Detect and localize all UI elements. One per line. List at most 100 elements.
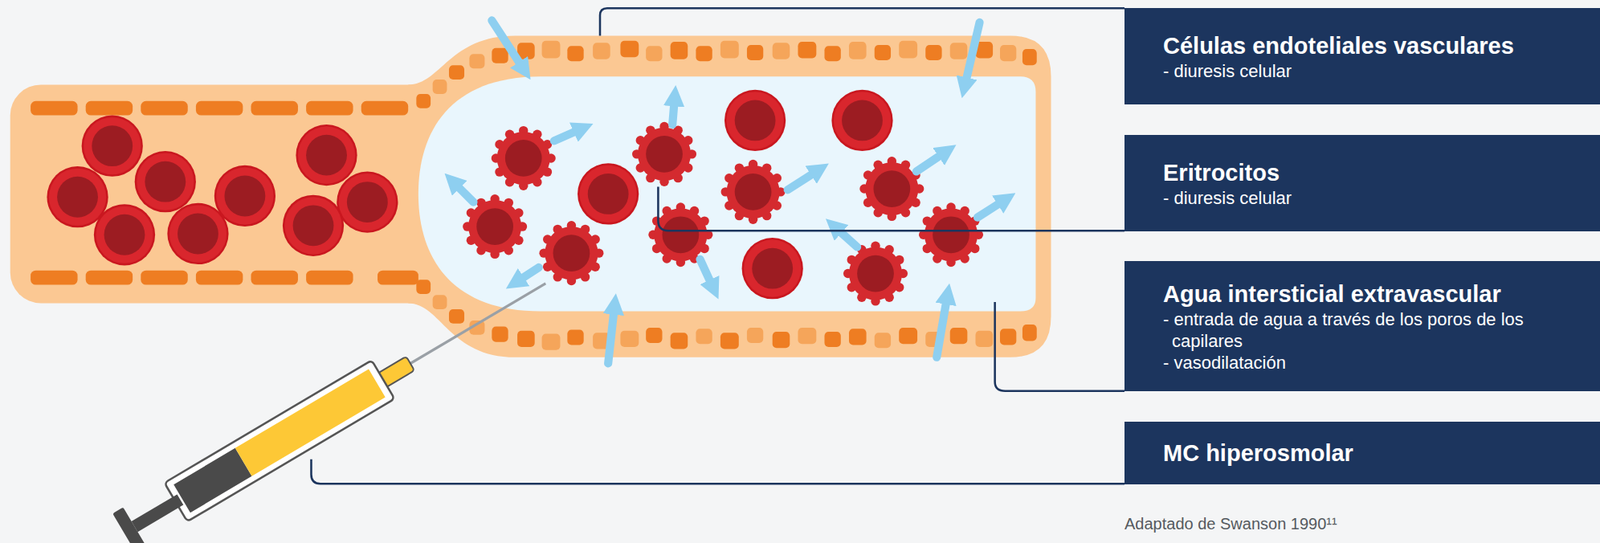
endothelial-cell bbox=[746, 44, 764, 61]
erythrocyte bbox=[282, 195, 344, 257]
endothelial-cell bbox=[592, 42, 611, 59]
syringe-rod bbox=[131, 493, 184, 532]
endothelial-cell bbox=[140, 101, 188, 116]
endothelial-cell bbox=[30, 101, 78, 116]
endothelial-cell bbox=[1000, 44, 1017, 62]
endothelial-cell bbox=[195, 270, 243, 286]
endothelial-cell bbox=[491, 326, 508, 343]
info-box: Agua intersticial extravascular- entrada… bbox=[1124, 261, 1600, 392]
endothelial-cell bbox=[416, 279, 431, 294]
endothelial-cell bbox=[898, 40, 918, 59]
endothelial-cell bbox=[720, 40, 739, 59]
erythrocyte bbox=[81, 115, 143, 177]
water-arrow bbox=[916, 153, 944, 172]
endothelial-cell bbox=[251, 270, 298, 286]
endothelial-cell bbox=[195, 101, 243, 116]
endothelial-cell bbox=[645, 45, 662, 62]
water-arrow bbox=[787, 171, 817, 190]
endothelial-cell bbox=[306, 101, 353, 116]
endothelial-cell bbox=[772, 42, 791, 59]
endothelial-cell bbox=[448, 65, 465, 80]
endothelial-cell bbox=[975, 330, 994, 347]
endothelial-cell bbox=[772, 331, 791, 348]
endothelial-cell bbox=[746, 327, 764, 343]
erythrocyte bbox=[336, 171, 398, 233]
box-heading: Agua intersticial extravascular bbox=[1163, 279, 1584, 309]
endothelial-cell bbox=[140, 270, 188, 286]
endothelial-cell bbox=[306, 270, 353, 286]
leader-line bbox=[995, 302, 1125, 392]
endothelial-cell bbox=[720, 332, 739, 349]
crenated-erythrocyte bbox=[721, 159, 786, 225]
endothelial-cell bbox=[1022, 324, 1037, 341]
erythrocyte bbox=[134, 151, 196, 213]
crenated-erythrocyte bbox=[538, 220, 604, 286]
endothelial-cell bbox=[432, 79, 448, 94]
endothelial-cell bbox=[695, 45, 712, 62]
endothelial-cell bbox=[85, 101, 133, 116]
water-arrow bbox=[491, 20, 523, 67]
endothelial-cell bbox=[797, 41, 817, 58]
box-bullet: - diuresis celular bbox=[1163, 60, 1584, 82]
erythrocyte bbox=[577, 163, 639, 225]
water-arrow bbox=[608, 308, 615, 364]
water-arrow bbox=[965, 22, 980, 84]
erythrocyte bbox=[742, 237, 804, 299]
endothelial-cell bbox=[620, 40, 639, 58]
water-arrow bbox=[554, 129, 580, 141]
endothelial-cell bbox=[1022, 48, 1037, 66]
endothelial-cell bbox=[898, 327, 918, 344]
erythrocyte bbox=[831, 89, 893, 152]
info-box: Eritrocitos- diuresis celular bbox=[1124, 134, 1600, 232]
endothelial-cell bbox=[1000, 328, 1017, 345]
erythrocyte bbox=[295, 124, 357, 186]
source-caption: Adaptado de Swanson 1990¹¹ bbox=[1124, 514, 1338, 534]
endothelial-cell bbox=[469, 53, 485, 69]
endothelial-cell bbox=[848, 328, 867, 345]
leader-line bbox=[600, 8, 1125, 36]
leader-line bbox=[657, 187, 1125, 232]
endothelial-cell bbox=[874, 44, 891, 61]
water-arrow bbox=[977, 200, 1004, 217]
endothelial-cell bbox=[670, 332, 689, 349]
endothelial-cell bbox=[432, 294, 448, 310]
info-box: Células endoteliales vasculares- diuresi… bbox=[1124, 8, 1600, 105]
endothelial-cell bbox=[670, 41, 689, 60]
endothelial-cell bbox=[824, 331, 841, 347]
water-arrow bbox=[672, 100, 675, 125]
endothelial-cell bbox=[542, 40, 561, 59]
endothelial-cell bbox=[30, 270, 78, 286]
syringe-piston bbox=[173, 448, 252, 513]
endothelial-cell bbox=[874, 332, 891, 348]
endothelial-cell bbox=[950, 42, 968, 59]
endothelial-cell bbox=[377, 270, 419, 286]
water-arrow bbox=[936, 297, 947, 358]
box-heading: MC hiperosmolar bbox=[1163, 438, 1584, 468]
endothelial-cell bbox=[361, 101, 409, 116]
endothelial-cell bbox=[517, 330, 535, 347]
endothelial-cell bbox=[567, 45, 584, 62]
syringe-barrel bbox=[164, 359, 396, 522]
endothelial-cell bbox=[251, 101, 298, 116]
leader-line bbox=[310, 459, 1125, 484]
endothelial-cell bbox=[85, 270, 133, 286]
endothelial-cell bbox=[797, 327, 817, 344]
endothelial-cell bbox=[416, 93, 431, 109]
erythrocyte bbox=[214, 165, 276, 227]
syringe-needle bbox=[408, 283, 547, 365]
crenated-erythrocyte bbox=[491, 126, 556, 191]
erythrocyte bbox=[724, 89, 786, 152]
endothelial-cell bbox=[448, 309, 465, 324]
endothelial-cell bbox=[620, 330, 639, 347]
box-bullet: - entrada de agua a través de los poros … bbox=[1163, 308, 1534, 352]
endothelial-cell bbox=[950, 327, 968, 344]
info-box: MC hiperosmolar bbox=[1124, 421, 1600, 485]
endothelial-cell bbox=[848, 41, 867, 60]
box-bullet: - vasodilatación bbox=[1163, 351, 1534, 374]
syringe-plunger bbox=[112, 507, 147, 543]
endothelial-cell bbox=[695, 328, 712, 344]
crenated-erythrocyte bbox=[843, 241, 908, 307]
endothelial-cell bbox=[824, 45, 841, 62]
erythrocyte bbox=[93, 204, 156, 266]
water-arrow bbox=[455, 183, 474, 203]
